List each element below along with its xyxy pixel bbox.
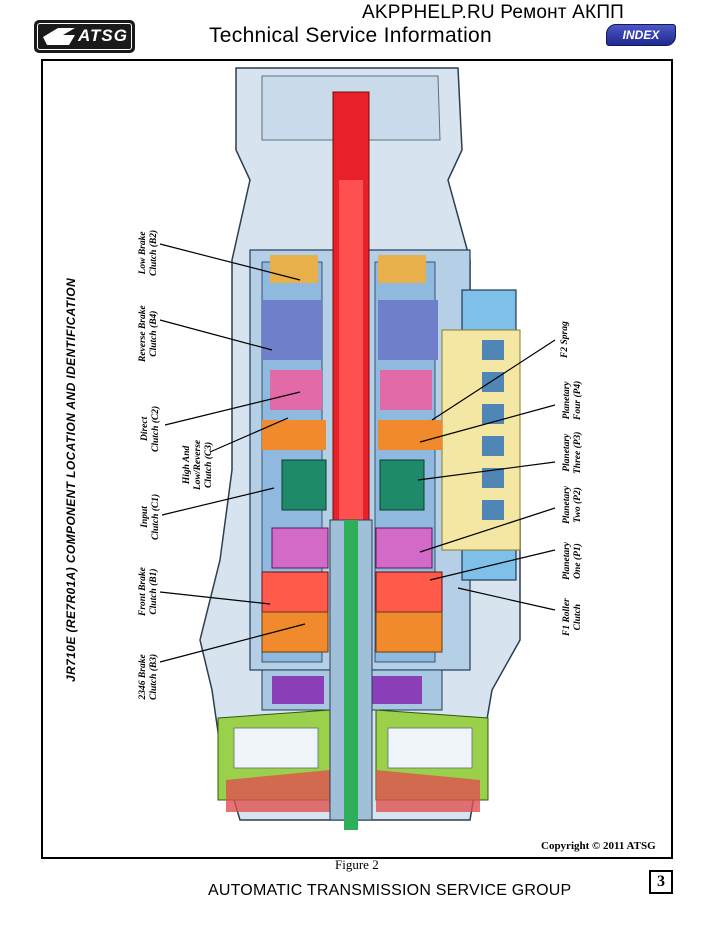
valve-body <box>441 289 521 581</box>
leader-lines <box>159 243 556 663</box>
copyright-notice: Copyright © 2011 ATSG <box>541 837 671 855</box>
footer-org-name: AUTOMATIC TRANSMISSION SERVICE GROUP <box>208 882 572 899</box>
page-header-title: Technical Service Information <box>209 24 492 47</box>
atsg-logo-text: ATSG <box>78 26 128 45</box>
page-number: 3 <box>649 870 673 894</box>
figure-frame <box>41 59 673 859</box>
main-shaft <box>329 91 373 830</box>
watermark-text: AKPPHELP.RU Ремонт АКПП <box>362 2 625 23</box>
index-button[interactable]: INDEX <box>606 24 676 46</box>
figure-caption: Figure 2 <box>335 857 379 872</box>
atsg-arrow-icon <box>43 28 75 45</box>
label-f2-sprag: F2 Sprag <box>560 321 570 358</box>
atsg-logo: ATSG <box>34 20 135 53</box>
